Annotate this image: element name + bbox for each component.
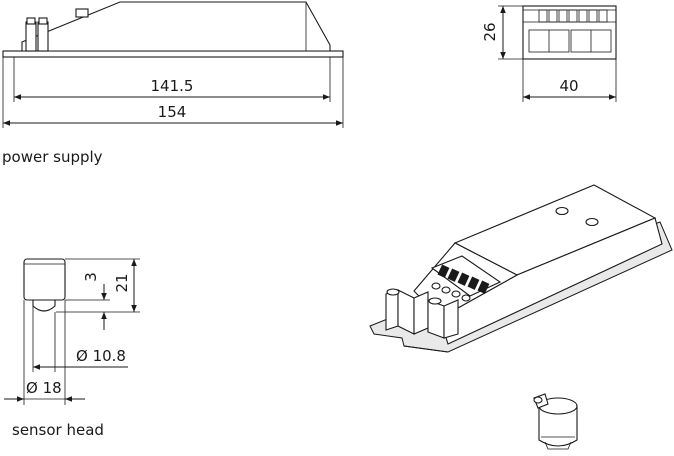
power-supply-inner-length-label: 141.5 <box>151 77 194 95</box>
sensor-lens-diameter-label: Ø 10.8 <box>76 347 126 365</box>
sensor-body-diameter-label: Ø 18 <box>26 379 62 397</box>
power-supply-end-view <box>498 5 617 102</box>
power-supply-height-label: 26 <box>481 22 499 41</box>
power-supply-caption: power supply <box>2 148 103 166</box>
sensor-head-isometric-view <box>533 393 578 450</box>
sensor-head-caption: sensor head <box>12 421 104 439</box>
power-supply-total-length-label: 154 <box>158 103 187 121</box>
sensor-height-label: 21 <box>113 273 131 292</box>
power-supply-side-view <box>2 1 344 128</box>
power-supply-isometric-view <box>369 184 673 353</box>
sensor-head-side-view <box>4 258 140 405</box>
sensor-cap-height-label: 3 <box>82 272 100 282</box>
power-supply-width-label: 40 <box>559 77 578 95</box>
